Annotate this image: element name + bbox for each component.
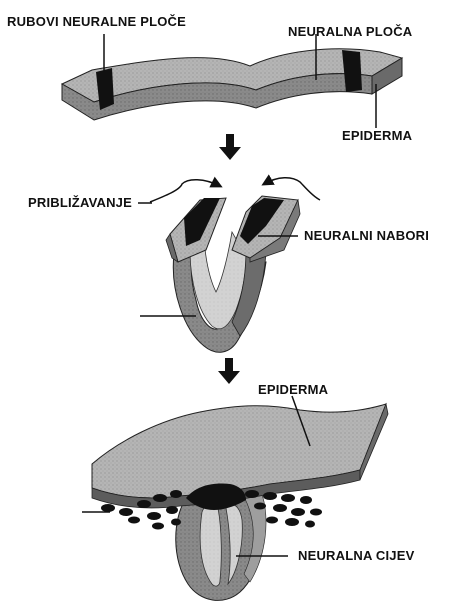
stage3-neural-tube — [82, 396, 388, 600]
down-arrow-2 — [218, 358, 240, 384]
label-neural-plate: NEURALNA PLOČA — [288, 24, 412, 39]
label-neural-plate-edges: RUBOVI NEURALNE PLOČE — [7, 14, 186, 29]
label-neural-tube: NEURALNA CIJEV — [298, 548, 414, 563]
label-convergence: PRIBLIŽAVANJE — [28, 195, 132, 210]
stage1-neural-plate — [62, 34, 402, 128]
stage2-neural-folds — [138, 178, 320, 353]
down-arrow-1 — [219, 134, 241, 160]
label-epidermis-top: EPIDERMA — [342, 128, 412, 143]
label-epidermis-bottom: EPIDERMA — [258, 382, 328, 397]
label-neural-folds: NEURALNI NABORI — [304, 228, 429, 243]
